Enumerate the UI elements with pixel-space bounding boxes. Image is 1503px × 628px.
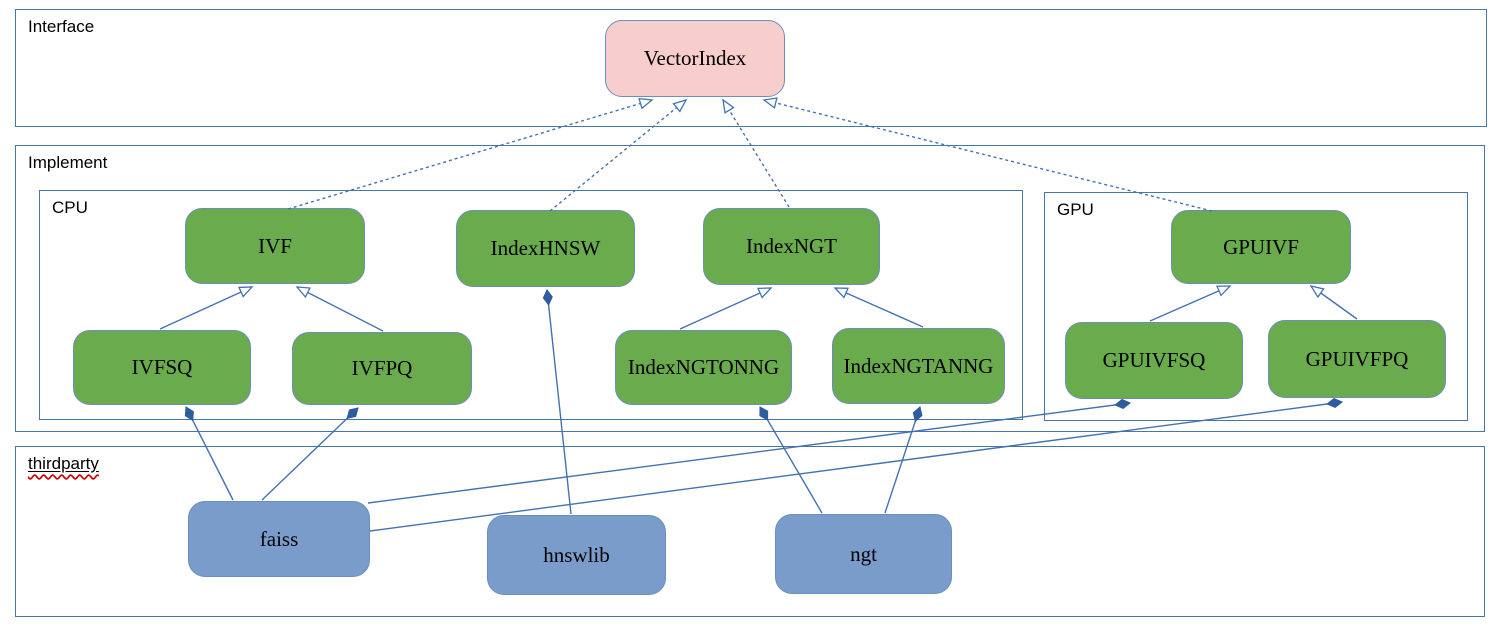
node-indexngtanng: IndexNGTANNG [832,328,1005,404]
node-ivfsq: IVFSQ [73,330,251,405]
node-vectorindex: VectorIndex [605,20,785,97]
node-ngt: ngt [775,514,952,594]
node-indexhnsw: IndexHNSW [456,210,635,287]
node-faiss: faiss [188,501,370,577]
node-gpuivf: GPUIVF [1171,210,1351,284]
node-indexngtonng: IndexNGTONNG [615,330,792,405]
thirdparty-container-label: thirdparty [28,454,99,473]
node-indexngt: IndexNGT [703,208,880,285]
cpu-container-label: CPU [52,198,88,217]
node-ivfpq: IVFPQ [292,332,472,405]
implement-container-label: Implement [28,153,108,172]
gpu-container-label: GPU [1057,200,1094,219]
interface-container-label: Interface [28,17,95,36]
node-ivf: IVF [185,208,365,284]
node-gpuivfsq: GPUIVFSQ [1065,322,1243,399]
node-hnswlib: hnswlib [487,515,666,595]
node-gpuivfpq: GPUIVFPQ [1268,320,1446,398]
